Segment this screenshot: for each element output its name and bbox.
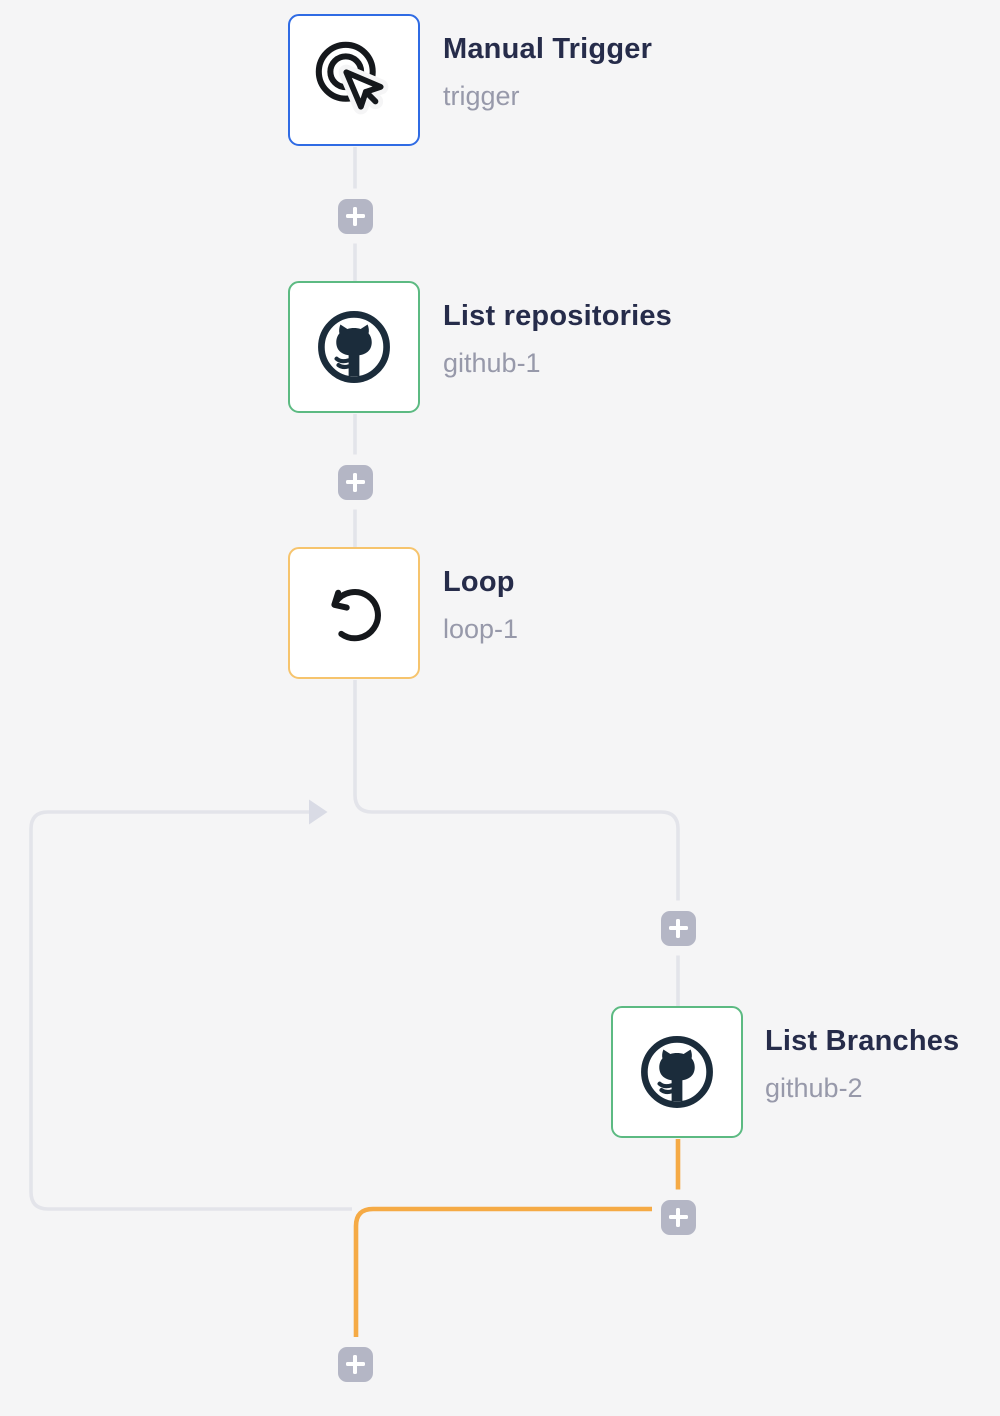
plus-icon: [345, 206, 366, 227]
github-octocat-icon: [318, 311, 390, 383]
node-manual-trigger[interactable]: [288, 14, 420, 146]
node-subtitle: trigger: [443, 81, 520, 111]
node-title: Loop: [443, 566, 515, 598]
plus-icon: [345, 1354, 366, 1375]
node-title: List Branches: [765, 1025, 960, 1057]
loop-circular-arrow-icon: [331, 589, 381, 642]
add-step-button[interactable]: [337, 198, 373, 234]
loop-back-arrowhead-icon: [309, 799, 328, 825]
node-label: Loop loop-1: [443, 563, 518, 647]
connector-loop-back: [29, 799, 352, 1211]
node-subtitle: github-1: [443, 348, 541, 378]
node-github-1[interactable]: [288, 281, 420, 413]
add-step-button[interactable]: [337, 464, 373, 500]
node-subtitle: github-2: [765, 1073, 863, 1103]
node-title: Manual Trigger: [443, 33, 653, 65]
plus-icon: [668, 1207, 689, 1228]
github-octocat-icon: [641, 1036, 713, 1108]
node-label: List repositories github-1: [443, 297, 672, 381]
add-step-button[interactable]: [660, 1199, 696, 1235]
node-title: List repositories: [443, 300, 673, 332]
node-label: List Branches github-2: [765, 1022, 959, 1106]
connector-loop-to-github2: [353, 680, 680, 1006]
plus-icon: [668, 918, 689, 939]
connector-github2-return: [353, 1139, 681, 1337]
add-step-button[interactable]: [337, 1346, 373, 1382]
node-subtitle: loop-1: [443, 614, 519, 644]
node-label: Manual Trigger trigger: [443, 30, 652, 114]
node-loop-1[interactable]: [288, 547, 420, 679]
node-github-2[interactable]: [611, 1006, 743, 1138]
manual-trigger-click-icon: [315, 41, 389, 115]
add-step-button[interactable]: [660, 910, 696, 946]
plus-icon: [345, 472, 366, 493]
